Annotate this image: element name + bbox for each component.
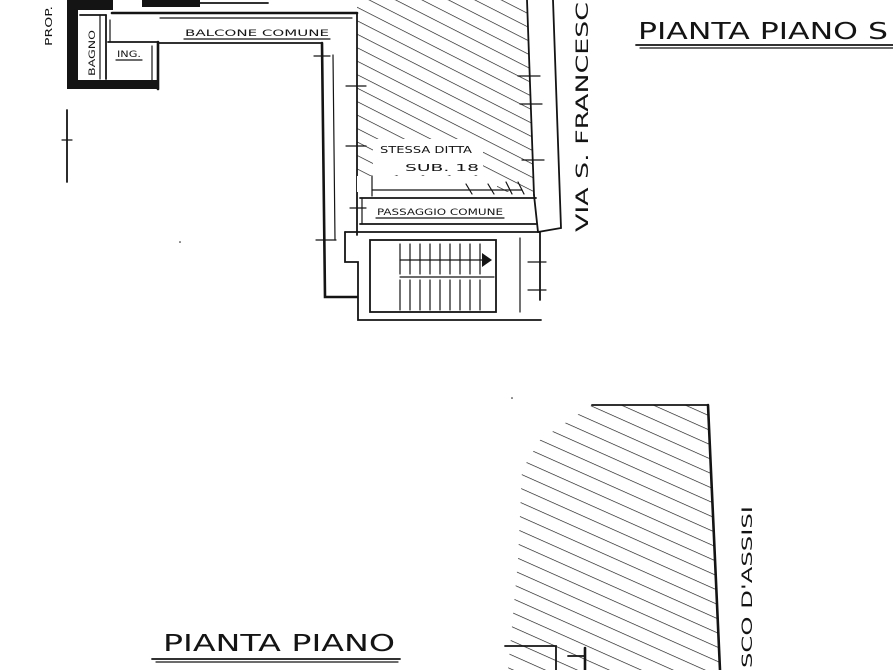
street-boundary-line <box>537 0 562 233</box>
wall-top-thick <box>67 0 113 10</box>
wall-top-segment <box>142 0 200 7</box>
passaggio-comune-label: PASSAGGIO COMUNE <box>377 208 503 218</box>
balcone-inner-wall <box>332 54 336 241</box>
wall-bottom-thick <box>67 80 159 89</box>
lower-wall-fragment-1 <box>504 645 557 670</box>
hatched-lower-right-edge <box>706 403 722 670</box>
staircase-outer-wall <box>344 231 541 301</box>
balcone-outer-boundary <box>320 41 359 299</box>
dimension-tick-4 <box>517 181 525 195</box>
staircase-steps-lower <box>399 279 481 311</box>
street-name-bottom: SCO D'ASSISI <box>740 506 756 668</box>
bagno-label: BAGNO <box>88 30 98 76</box>
dimension-tick-2 <box>487 183 495 195</box>
lower-floor-plan: SCO D'ASSISI PIANTA PIANO <box>151 403 756 670</box>
scan-dot-2 <box>511 397 513 399</box>
sub-label: SUB. 18 <box>405 163 479 174</box>
staircase-steps-upper <box>399 243 481 275</box>
dimension-tick-1 <box>465 183 473 195</box>
dimension-tick-3 <box>505 181 513 195</box>
hatch-lower-clear <box>357 176 497 192</box>
hatched-area-lower <box>508 405 720 670</box>
staircase-arrow-head <box>482 253 492 267</box>
title-top: PIANTA PIANO S <box>638 19 888 45</box>
staircase-left-wall <box>344 231 542 321</box>
ing-label: ING. <box>117 50 141 60</box>
title-bottom: PIANTA PIANO <box>163 631 395 657</box>
hatched-area-right-edge <box>526 0 535 196</box>
stessa-ditta-label: STESSA DITTA <box>380 145 472 156</box>
staircase-well <box>369 239 497 313</box>
wall-left-thick <box>67 0 78 89</box>
stessa-ditta-label-bg <box>373 139 483 175</box>
balcone-comune-label: BALCONE COMUNE <box>185 29 330 39</box>
street-name-top: VIA S. FRANCESC <box>573 2 593 232</box>
passaggio-right-edge <box>533 194 539 233</box>
upper-floor-plan: PROP. BAGNO ING. BALCONE COMUNE STESSA D… <box>44 0 893 321</box>
scan-dot-1 <box>179 241 181 243</box>
prop-label: PROP. <box>44 6 55 46</box>
